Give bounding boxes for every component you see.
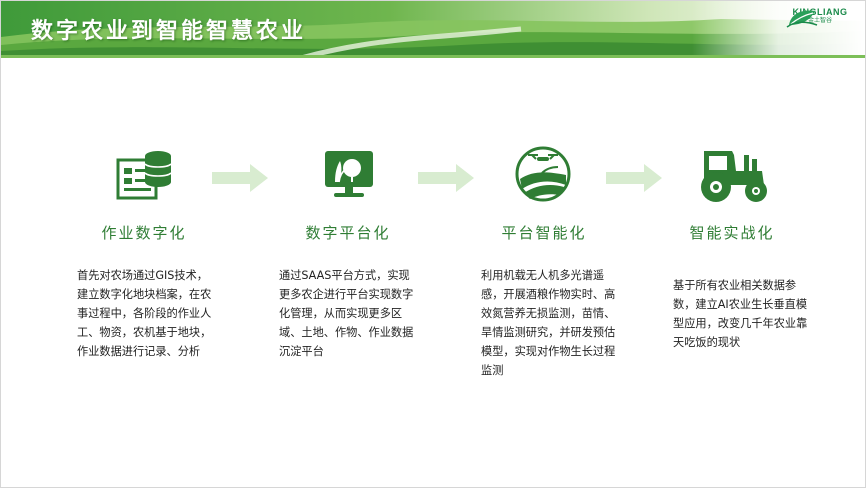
leaf-logo-icon [786,10,818,28]
logo-wordmark: KINGLIANG [792,7,848,17]
arrow-right-icon [418,164,474,192]
monitor-plant-icon [325,151,373,197]
step-description-2: 通过SAAS平台方式，实现更多农企进行平台实现数字化管理，从而实现更多区域、土地… [279,269,414,358]
arrow-right-icon [606,164,662,192]
step-description-1: 首先对农场通过GIS技术，建立数字化地块档案，在农事过程中，各阶段的作业人工、物… [77,269,212,358]
step-title-3: 平台智能化 [501,224,587,242]
company-logo: KINGLIANG 金土智谷 [785,7,855,53]
step-title-4: 智能实战化 [689,224,775,242]
tractor-icon [701,151,767,202]
arrow-right-icon [212,164,268,192]
page-title: 数字农业到智能智慧农业 [31,18,307,44]
drone-field-icon [515,146,571,202]
logo-subtitle: 金土智谷 [807,17,832,24]
step-description-3: 利用机载无人机多光谱遥感，开展酒粮作物实时、高效氮营养无损监测，苗情、旱情监测研… [481,269,616,377]
database-document-icon [116,151,172,200]
header-banner: 数字农业到智能智慧农业 KINGLIANG 金土智谷 [1,1,865,58]
step-title-2: 数字平台化 [305,224,391,242]
step-description-4: 基于所有农业相关数据参数，建立AI农业生长垂直模型应用，改变几千年农业靠天吃饭的… [673,279,808,349]
banner-landscape-image [1,1,865,58]
step-title-1: 作业数字化 [101,224,187,242]
